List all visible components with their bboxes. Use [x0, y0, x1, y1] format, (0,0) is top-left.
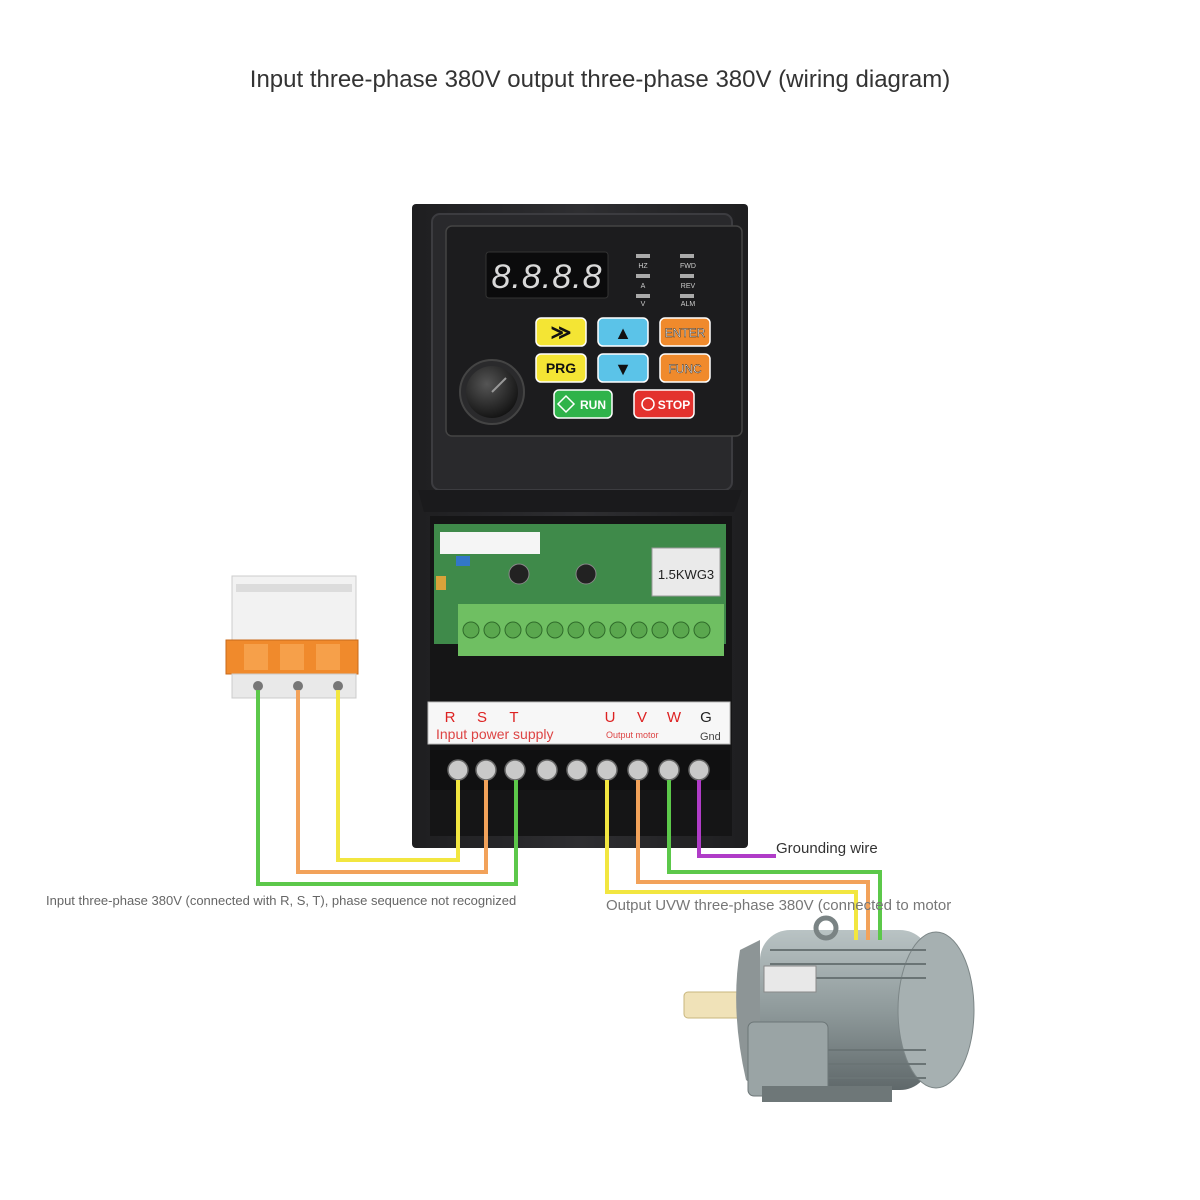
terminal-v: V — [637, 709, 647, 726]
enter-key-label: ENTER — [665, 326, 706, 340]
indicator-v: V — [641, 301, 646, 308]
up-key[interactable]: ▲ — [597, 317, 649, 347]
stop-key[interactable]: STOP — [633, 389, 695, 419]
down-key[interactable]: ▼ — [597, 353, 649, 383]
electric-motor — [683, 915, 975, 1102]
terminal-w: W — [667, 709, 682, 726]
circuit-breaker — [225, 575, 359, 699]
prg-key[interactable]: PRG — [535, 353, 587, 383]
func-key-label: FUNC — [668, 362, 702, 376]
terminal-g: G — [700, 709, 712, 726]
prg-key-label: PRG — [546, 360, 576, 376]
ground-caption: Gnd — [700, 731, 721, 743]
potentiometer-knob[interactable] — [459, 359, 525, 425]
shift-key[interactable]: ≫ — [535, 317, 587, 347]
rating-label: 1.5KWG3 — [658, 567, 714, 582]
enter-key[interactable]: ENTER — [659, 317, 711, 347]
run-key[interactable]: RUN — [553, 389, 613, 419]
power-terminal-screws — [430, 750, 730, 790]
grounding-wire-label: Grounding wire — [776, 840, 878, 857]
indicator-fwd: FWD — [680, 263, 696, 270]
run-key-label: RUN — [580, 398, 606, 412]
output-motor-caption: Output motor — [606, 730, 659, 740]
terminal-s: S — [477, 709, 487, 726]
led-display: 8.8.8.8 — [485, 251, 609, 299]
terminal-r: R — [445, 709, 456, 726]
input-power-caption: Input power supply — [436, 726, 554, 742]
terminal-u: U — [605, 709, 616, 726]
control-terminal-block — [458, 604, 724, 656]
up-key-label: ▲ — [614, 323, 632, 343]
power-terminal-label: R S T U V W G Input power supply Output … — [427, 701, 731, 745]
stop-key-label: STOP — [658, 398, 690, 412]
input-wiring-note: Input three-phase 380V (connected with R… — [46, 893, 517, 908]
indicator-hz: HZ — [638, 263, 648, 270]
func-key[interactable]: FUNC — [659, 353, 711, 383]
output-wiring-note: Output UVW three-phase 380V (connected t… — [606, 897, 952, 914]
run-icon — [556, 394, 576, 414]
indicator-alm: ALM — [681, 301, 696, 308]
indicator-a: A — [641, 283, 646, 290]
output-wiring — [605, 780, 882, 940]
diagram-title: Input three-phase 380V output three-phas… — [249, 66, 951, 93]
terminal-t: T — [509, 709, 518, 726]
indicator-rev: REV — [681, 283, 696, 290]
down-key-label: ▼ — [614, 359, 632, 379]
input-wiring — [256, 690, 518, 886]
stop-icon — [641, 397, 655, 411]
status-indicators: HZ A V FWD REV ALM — [636, 254, 696, 308]
display-digits: 8.8.8.8 — [492, 258, 603, 296]
shift-key-label: ≫ — [551, 322, 572, 344]
